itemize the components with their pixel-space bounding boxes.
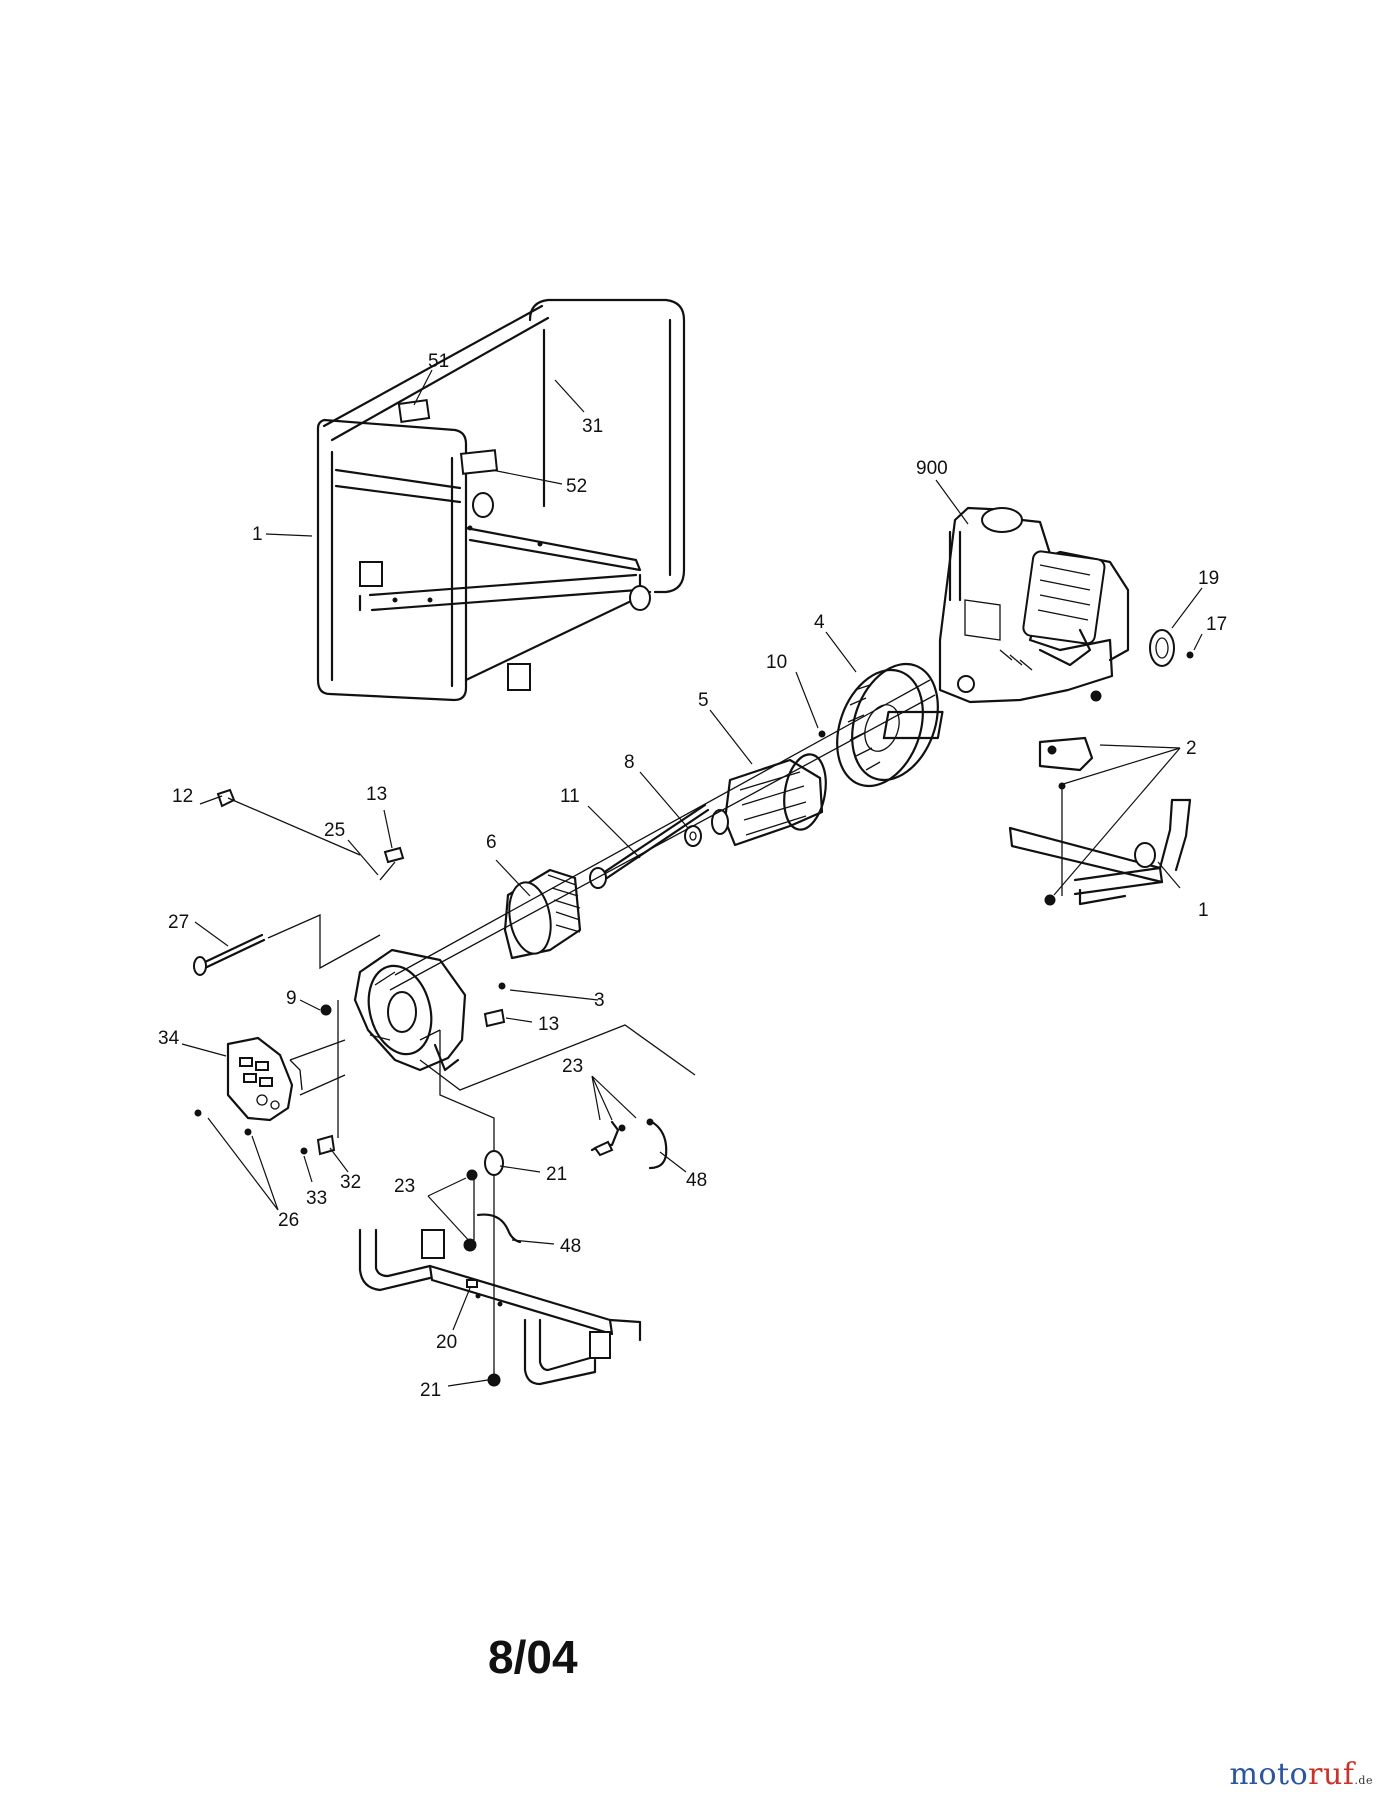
engine-part: [882, 506, 1130, 740]
callout-12: 12: [172, 786, 193, 807]
callout-51: 51: [428, 351, 449, 372]
cover-part: [1149, 629, 1194, 667]
end-bell-part: [353, 948, 467, 1072]
control-panel-part: [194, 1036, 346, 1136]
front-rail-part: [358, 1228, 642, 1386]
callout-17: 17: [1206, 614, 1227, 635]
callout-6: 6: [486, 832, 497, 853]
washer-part: [684, 730, 826, 847]
callout-10: 10: [766, 652, 787, 673]
callout-21-upper: 21: [546, 1164, 567, 1185]
brush-holder-part: [300, 1000, 339, 1156]
stator-part: [503, 868, 582, 960]
callout-32: 32: [340, 1172, 361, 1193]
callout-48-upper: 48: [686, 1170, 707, 1191]
fan-part: [836, 662, 939, 788]
callout-27: 27: [168, 912, 189, 933]
rotor-part: [711, 753, 827, 847]
callout-23-lower: 23: [394, 1176, 415, 1197]
callout-1-frame: 1: [252, 524, 263, 545]
bolt-part: [193, 914, 381, 976]
callout-19: 19: [1198, 568, 1219, 589]
callout-31: 31: [582, 416, 603, 437]
ground-wire-part: [419, 1024, 696, 1170]
ground-wire-lower-part: [476, 1213, 522, 1244]
watermark-tld: .de: [1354, 1774, 1373, 1787]
callout-4: 4: [814, 612, 825, 633]
callout-23-upper: 23: [562, 1056, 583, 1077]
callout-26: 26: [278, 1210, 299, 1231]
watermark-brand-b: ruf: [1308, 1757, 1355, 1792]
watermark-logo: motoruf.de: [1230, 1757, 1373, 1792]
callout-21-lower: 21: [420, 1380, 441, 1401]
callout-1-rail: 1: [1198, 900, 1209, 921]
callout-900: 900: [916, 458, 948, 479]
leader-lines: [181, 369, 1203, 1387]
callout-9: 9: [286, 988, 297, 1009]
callout-13-lower: 13: [538, 1014, 559, 1035]
watermark-brand-a: moto: [1229, 1757, 1309, 1792]
callout-8: 8: [624, 752, 635, 773]
callout-3: 3: [594, 990, 605, 1011]
callout-11: 11: [560, 786, 580, 807]
axis-line: [389, 679, 936, 991]
callout-48-lower: 48: [560, 1236, 581, 1257]
date-stamp: 8/04: [488, 1631, 578, 1683]
right-rail-part: [1008, 798, 1192, 906]
callout-2: 2: [1186, 738, 1197, 759]
callout-25: 25: [324, 820, 345, 841]
small-hardware-parts: [216, 788, 506, 1028]
engine-mount-part: [1038, 690, 1102, 906]
callout-20: 20: [436, 1332, 457, 1353]
isolator-parts: [439, 1030, 504, 1387]
callout-5: 5: [698, 690, 709, 711]
callout-labels: 51 31 52 1 900 19 17 4 10 5 2 8 12 13 11…: [158, 351, 1227, 1401]
frame-part: [316, 298, 686, 702]
callout-34: 34: [158, 1028, 180, 1049]
callout-13-upper: 13: [366, 784, 387, 805]
callout-33: 33: [306, 1188, 327, 1209]
callout-52: 52: [566, 476, 587, 497]
